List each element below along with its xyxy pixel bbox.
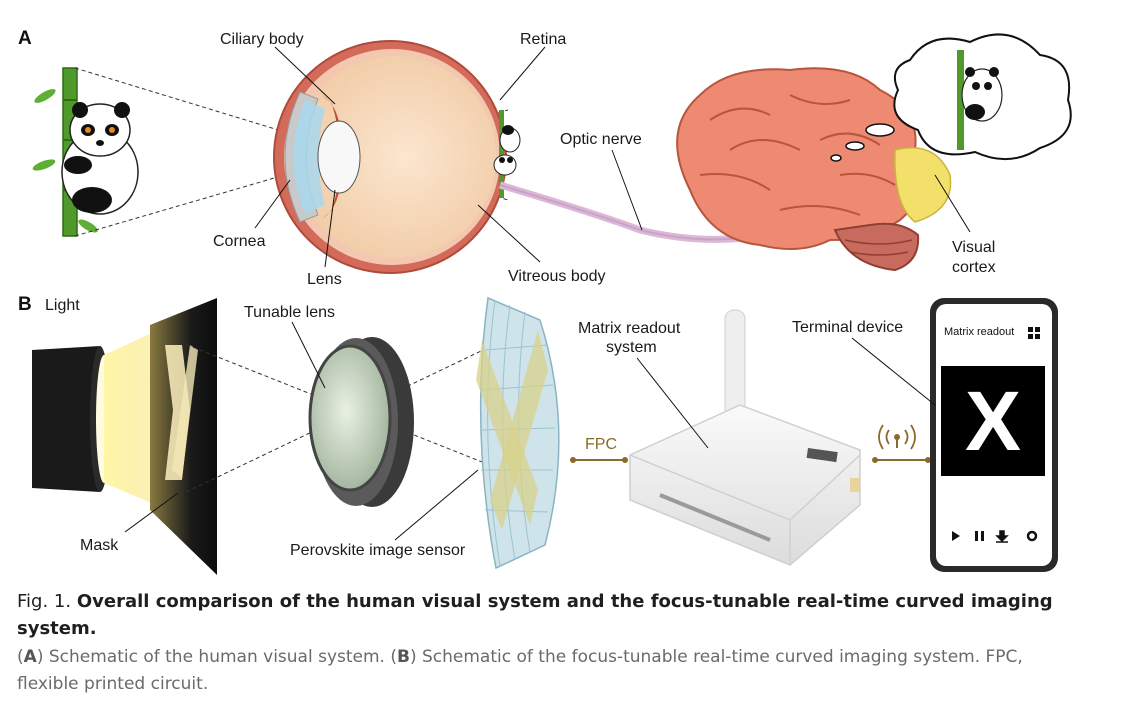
play-icon [952,531,960,541]
figure-caption: Fig. 1. Overall comparison of the human … [17,588,1077,698]
label-visual-cortex-line2: cortex [952,259,996,276]
caption-title: Fig. 1. Overall comparison of the human … [17,588,1077,642]
label-optic-nerve: Optic nerve [560,131,642,148]
label-mask: Mask [80,537,119,554]
label-fpc: FPC [585,436,617,453]
panda-bamboo-left [32,67,139,237]
caption-b-text: ) Schematic of the focus-tunable real-ti… [17,647,1023,694]
caption-a-letter: A [23,647,37,667]
label-tunable-lens: Tunable lens [244,304,335,321]
caption-a-text: ) Schematic of the human visual system. … [36,647,397,667]
matrix-readout-box [629,309,861,566]
label-light: Light [45,297,80,314]
brain-illustration [676,67,952,272]
eye-illustration [273,40,761,274]
fpc-cable [570,457,628,463]
phone-display-x: X [965,374,1021,468]
perovskite-sensor [476,296,560,570]
label-vitreous-body: Vitreous body [508,268,606,285]
download-icon [995,530,1009,543]
mask-plate [150,298,217,575]
settings-icon [1026,530,1038,542]
label-matrix-readout-line2: system [606,339,657,356]
label-terminal-device: Terminal device [792,319,903,336]
pause-icon [975,531,984,541]
phone-title: Matrix readout [944,326,1014,338]
wireless-icon [872,424,931,463]
leader-lines-b [124,321,936,541]
label-lens: Lens [307,271,342,288]
leader-lines-a [254,46,971,268]
caption-fig-label: Fig. 1. [17,591,72,612]
label-perovskite-sensor: Perovskite image sensor [290,542,466,559]
tunable-lens [308,337,414,507]
caption-b-letter: B [397,647,410,667]
label-retina: Retina [520,31,566,48]
grid-icon [1028,327,1040,339]
label-matrix-readout-line1: Matrix readout [578,320,681,337]
terminal-phone: Matrix readout X [930,298,1058,572]
thought-bubble [830,33,1072,162]
figure-diagram: A [18,28,1072,575]
panel-a-letter: A [18,28,32,49]
caption-paren: ( [17,647,24,667]
label-cornea: Cornea [213,233,266,250]
caption-title-text: Overall comparison of the human visual s… [17,591,1053,639]
label-ciliary-body: Ciliary body [220,31,304,48]
label-visual-cortex-line1: Visual [952,239,995,256]
panel-b-letter: B [18,294,32,315]
caption-body: (A) Schematic of the human visual system… [17,644,1077,698]
